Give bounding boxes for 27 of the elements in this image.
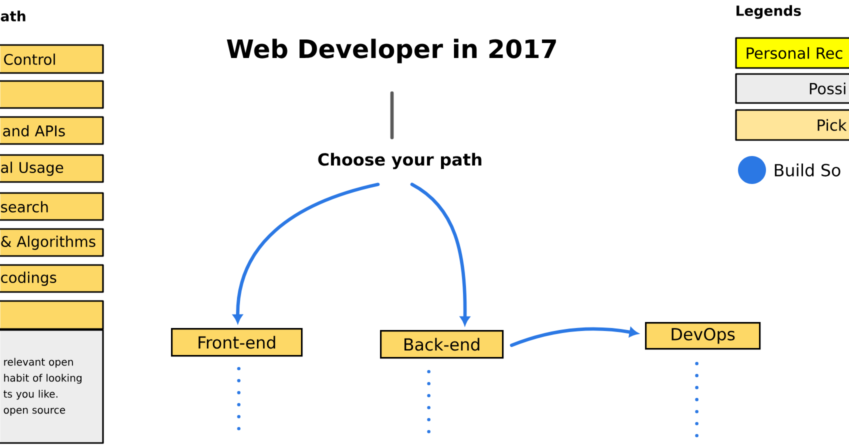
topic-box: and APIs <box>0 116 104 145</box>
topic-box: search <box>0 192 104 221</box>
arrow <box>510 327 638 347</box>
group-heading: ath <box>0 10 26 22</box>
subheading: Choose your path <box>318 152 482 170</box>
legend-label: Possi <box>810 82 846 94</box>
legend-heading: Legends <box>736 5 801 19</box>
path-box: DevOps <box>645 322 761 350</box>
title: Web Developer in 2017 <box>226 38 556 64</box>
topic-box <box>0 300 104 330</box>
dotted-line <box>237 366 240 431</box>
connector-line <box>390 91 394 140</box>
dotted-line <box>427 370 430 434</box>
topic-box <box>0 80 104 109</box>
path-box: Front-end <box>171 328 303 357</box>
legend-label: Build So <box>774 164 840 176</box>
arrow <box>410 182 470 326</box>
topic-box: al Usage <box>0 154 104 183</box>
dotted-line <box>695 362 698 438</box>
topic-box: Control <box>0 44 104 74</box>
description-box: relevant open habit of looking ts you like. open source <box>0 329 104 444</box>
legend-label: Pick <box>818 119 847 131</box>
path-box: Back-end <box>380 330 504 359</box>
topic-box: & Algorithms <box>0 228 104 257</box>
arrow <box>232 182 380 324</box>
legend-label: Personal Rec <box>746 47 842 59</box>
topic-box: codings <box>0 264 104 293</box>
